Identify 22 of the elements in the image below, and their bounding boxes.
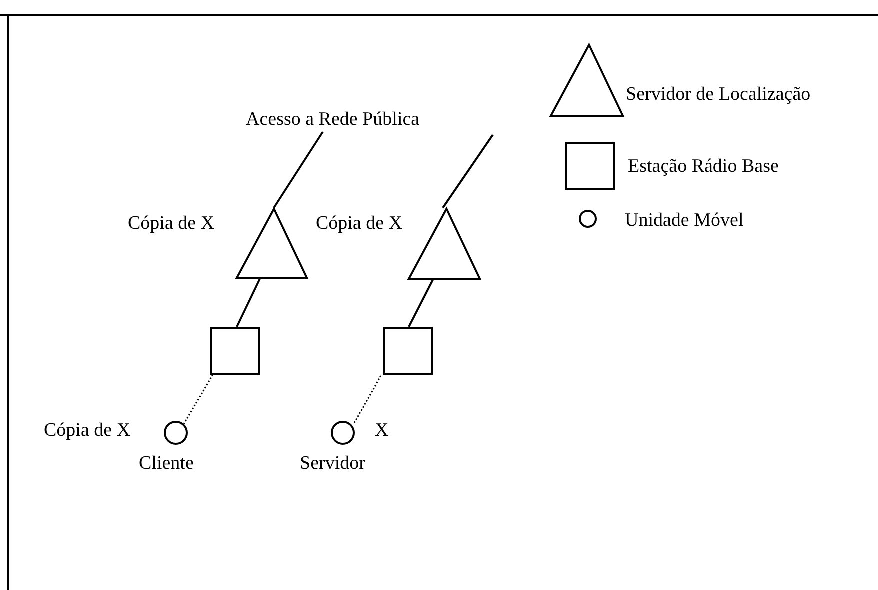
mobile-unit-circle (164, 421, 188, 445)
location-server-triangle (408, 208, 481, 280)
dotted-link-line (353, 376, 382, 424)
legend-text: Estação Rádio Base (628, 157, 779, 176)
mobile-unit-circle (331, 421, 355, 445)
base-station-square (383, 327, 433, 375)
link-line (273, 131, 324, 209)
link-line (236, 278, 261, 328)
link-line (442, 134, 494, 209)
base-station-square (210, 327, 260, 375)
legend-text: Unidade Móvel (625, 211, 744, 230)
legend-text: Servidor de Localização (626, 85, 811, 104)
link-line (408, 280, 434, 328)
dotted-link-line (183, 374, 214, 424)
node-caption: Cópia de X (128, 214, 215, 233)
node-caption: Servidor (300, 454, 366, 473)
node-caption: Cliente (139, 454, 194, 473)
node-caption: Cópia de X (44, 421, 131, 440)
text-label: Acesso a Rede Pública (246, 110, 474, 134)
node-caption: X (375, 421, 389, 440)
node-caption: Cópia de X (316, 214, 403, 233)
location-server-triangle (236, 208, 308, 279)
